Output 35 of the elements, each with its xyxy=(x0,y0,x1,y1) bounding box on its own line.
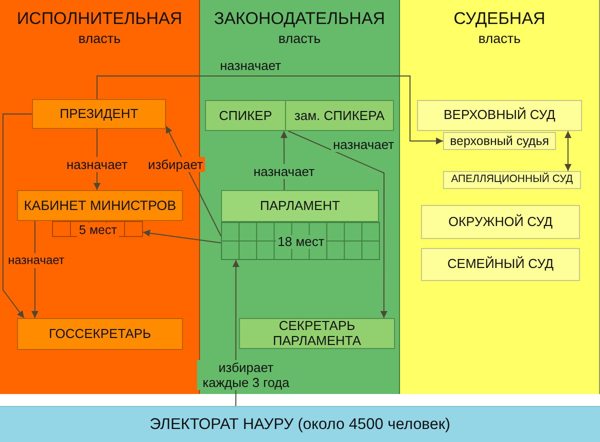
branch-subtitle: власть xyxy=(77,31,122,47)
court-box: ВЕРХОВНЫЙ СУД xyxy=(417,100,582,131)
court-box: ОКРУЖНОЙ СУД xyxy=(421,205,580,239)
edge-label: назначает xyxy=(251,164,317,179)
edge-label: назначает xyxy=(219,58,282,73)
edge-label: избирает xyxy=(146,157,205,172)
arrow xyxy=(2,114,32,318)
branch-subtitle: власть xyxy=(277,31,322,47)
double-arrow xyxy=(564,130,572,172)
edge-label: назначает xyxy=(6,253,66,268)
branch-subtitle: власть xyxy=(477,31,522,47)
office-box: ГОССЕКРЕТАРЬ xyxy=(17,318,183,350)
office-box: СЕКРЕТАРЬ ПАРЛАМЕНТА xyxy=(239,318,395,349)
office-name: зам. СПИКЕРА xyxy=(285,101,393,130)
branch-title: ИСПОЛНИТЕЛЬНАЯ xyxy=(16,9,184,29)
office-name: СПИКЕР xyxy=(218,107,273,125)
office-box: ПАРЛАМЕНТ xyxy=(221,190,379,222)
office-box: ПРЕЗИДЕНТ xyxy=(32,99,166,129)
seat-count: 18 мест xyxy=(276,234,326,248)
court-box: АПЕЛЛЯЦИОННЫЙ СУД xyxy=(443,171,581,189)
branch-title: СУДЕБНАЯ xyxy=(452,9,546,29)
court-box: СЕМЕЙНЫЙ СУД xyxy=(421,248,580,281)
office-box xyxy=(205,100,394,131)
arrow xyxy=(288,130,388,318)
arrow xyxy=(142,230,222,244)
seat-count: 5 мест xyxy=(77,222,119,236)
seat-grid xyxy=(52,221,143,237)
seat-grid xyxy=(221,222,380,260)
electorate-band: ЭЛЕКТОРАТ НАУРУ (около 4500 человек) xyxy=(0,406,600,442)
arrow xyxy=(96,76,444,144)
office-box: КАБИНЕТ МИНИСТРОВ xyxy=(17,190,183,221)
branch-title: ЗАКОНОДАТЕЛЬНАЯ xyxy=(212,9,386,29)
office-box: верховный судья xyxy=(443,132,556,150)
branch-panel xyxy=(400,0,600,394)
edge-label: назначает xyxy=(64,157,130,172)
